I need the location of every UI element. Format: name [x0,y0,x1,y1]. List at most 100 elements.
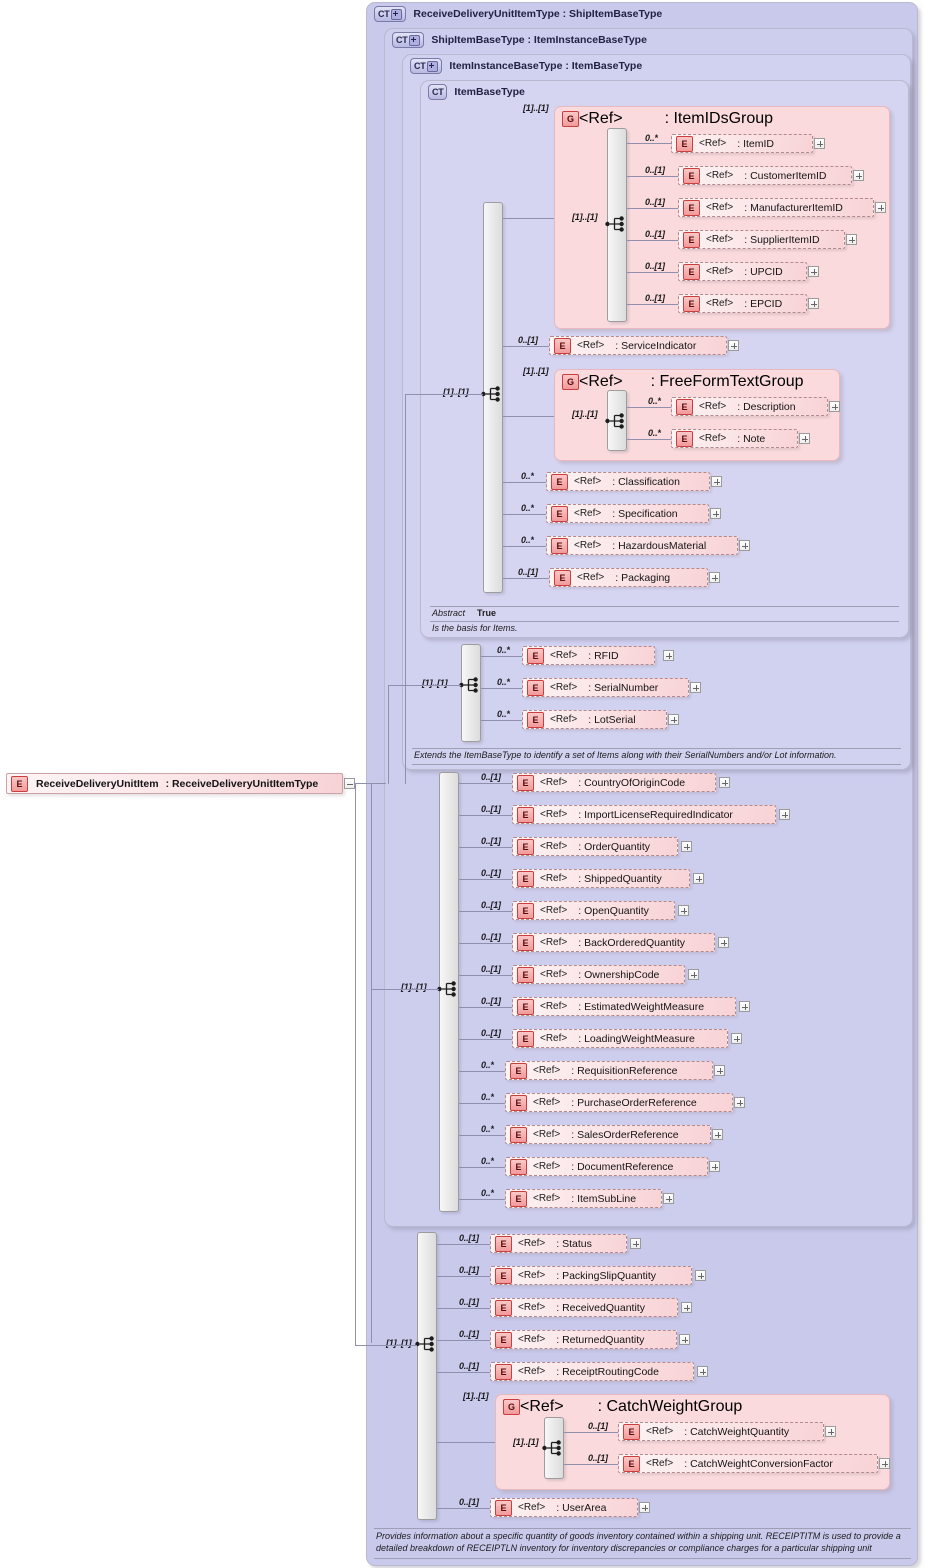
expand-toggle[interactable] [697,1366,708,1377]
element-node-orderquantity[interactable]: E <Ref> : OrderQuantity [512,837,678,856]
expand-toggle[interactable] [639,1502,650,1513]
element-node-estimatedweightmeasure[interactable]: E <Ref> : EstimatedWeightMeasure [512,997,736,1016]
element-node-supplieritemid[interactable]: E <Ref> : SupplierItemID [678,230,845,249]
complextype-header-3[interactable]: CT ItemInstanceBaseType : ItemBaseType [410,58,642,74]
expand-toggle[interactable] [779,809,790,820]
expand-toggle[interactable] [719,777,730,788]
root-element-node[interactable]: E ReceiveDeliveryUnitItem : ReceiveDeliv… [6,773,343,794]
group-header-itemidsgroup[interactable]: G <Ref> : ItemIDsGroup [562,110,773,128]
expand-toggle[interactable] [681,841,692,852]
expand-toggle[interactable] [678,905,689,916]
element-node-catchweightquantity[interactable]: E <Ref> : CatchWeightQuantity [618,1422,824,1441]
expand-toggle[interactable] [710,508,721,519]
expand-toggle[interactable] [718,937,729,948]
expand-toggle[interactable] [739,1001,750,1012]
element-node-userarea[interactable]: E <Ref> : UserArea [490,1498,638,1517]
element-node-importlicenserequiredindicator[interactable]: E <Ref> : ImportLicenseRequiredIndicator [512,805,776,824]
element-node-requisitionreference[interactable]: E <Ref> : RequisitionReference [505,1061,713,1080]
element-node-itemsubline[interactable]: E <Ref> : ItemSubLine [505,1189,662,1208]
expand-toggle[interactable] [875,202,886,213]
expand-toggle[interactable] [690,682,701,693]
expand-toggle[interactable] [663,650,674,661]
element-node-upcid[interactable]: E <Ref> : UPCID [678,262,807,281]
connector [627,304,678,305]
cardinality-freeform-outer: [1]..[1] [523,366,549,376]
expand-toggle[interactable] [681,1302,692,1313]
expand-toggle[interactable] [711,476,722,487]
plus-icon[interactable] [409,34,421,46]
element-node-hazardousmaterial[interactable]: E <Ref> : HazardousMaterial [546,536,738,555]
element-node-purchaseorderreference[interactable]: E <Ref> : PurchaseOrderReference [505,1093,733,1112]
expand-toggle[interactable] [693,873,704,884]
element-node-receiptroutingcode[interactable]: E <Ref> : ReceiptRoutingCode [490,1362,694,1381]
element-name: : RFID [588,649,619,662]
expand-toggle[interactable] [829,401,840,412]
element-node-backorderedquantity[interactable]: E <Ref> : BackOrderedQuantity [512,933,715,952]
expand-toggle[interactable] [630,1238,641,1249]
group-header-catchweightgroup[interactable]: G <Ref> : CatchWeightGroup [503,1398,742,1416]
expand-toggle[interactable] [709,572,720,583]
element-node-serialnumber[interactable]: E <Ref> : SerialNumber [522,678,689,697]
element-icon: E [517,966,534,983]
expand-toggle[interactable] [663,1193,674,1204]
element-node-status[interactable]: E <Ref> : Status [490,1234,627,1253]
element-node-countryoforigincode[interactable]: E <Ref> : CountryOfOriginCode [512,773,716,792]
plus-icon[interactable] [391,8,403,20]
expand-toggle[interactable] [709,1161,720,1172]
root-collapse-toggle[interactable] [344,778,355,789]
element-node-returnedquantity[interactable]: E <Ref> : ReturnedQuantity [490,1330,677,1349]
element-node-ownershipcode[interactable]: E <Ref> : OwnershipCode [512,965,685,984]
expand-toggle[interactable] [846,234,857,245]
expand-toggle[interactable] [734,1097,745,1108]
element-node-salesorderreference[interactable]: E <Ref> : SalesOrderReference [505,1125,711,1144]
element-node-epcid[interactable]: E <Ref> : EPCID [678,294,807,313]
element-node-classification[interactable]: E <Ref> : Classification [546,472,710,491]
element-icon: E [517,998,534,1015]
ct-badge-icon[interactable]: CT [410,58,443,74]
cardinality: 0..[1] [481,900,501,910]
element-node-note[interactable]: E <Ref> : Note [671,429,798,448]
element-node-shippedquantity[interactable]: E <Ref> : ShippedQuantity [512,869,690,888]
expand-toggle[interactable] [879,1458,890,1469]
plus-icon[interactable] [427,60,439,72]
expand-toggle[interactable] [714,1065,725,1076]
complextype-header-1[interactable]: CT ReceiveDeliveryUnitItemType : ShipIte… [374,6,662,22]
element-node-itemid[interactable]: E <Ref> : ItemID [671,134,813,153]
element-node-catchweightconversionfactor[interactable]: E <Ref> : CatchWeightConversionFactor [618,1454,878,1473]
expand-toggle[interactable] [688,969,699,980]
expand-toggle[interactable] [739,540,750,551]
element-node-packaging[interactable]: E <Ref> : Packaging [549,568,708,587]
expand-toggle[interactable] [853,170,864,181]
expand-toggle[interactable] [679,1334,690,1345]
complextype-header-4[interactable]: CT ItemBaseType [428,84,525,100]
expand-toggle[interactable] [668,714,679,725]
complextype-header-2[interactable]: CT ShipItemBaseType : ItemInstanceBaseTy… [392,32,647,48]
expand-toggle[interactable] [814,138,825,149]
expand-toggle[interactable] [808,266,819,277]
element-node-description[interactable]: E <Ref> : Description [671,397,828,416]
element-node-rfid[interactable]: E <Ref> : RFID [522,646,655,665]
connector [459,975,512,976]
element-node-lotserial[interactable]: E <Ref> : LotSerial [522,710,667,729]
expand-toggle[interactable] [695,1270,706,1281]
expand-toggle[interactable] [731,1033,742,1044]
element-node-packingslipquantity[interactable]: E <Ref> : PackingSlipQuantity [490,1266,692,1285]
expand-toggle[interactable] [712,1129,723,1140]
element-node-loadingweightmeasure[interactable]: E <Ref> : LoadingWeightMeasure [512,1029,728,1048]
element-node-openquantity[interactable]: E <Ref> : OpenQuantity [512,901,675,920]
element-node-documentreference[interactable]: E <Ref> : DocumentReference [505,1157,708,1176]
element-node-specification[interactable]: E <Ref> : Specification [546,504,709,523]
group-header-freeformtextgroup[interactable]: G <Ref> : FreeFormTextGroup [562,373,804,391]
expand-toggle[interactable] [825,1426,836,1437]
expand-toggle[interactable] [808,298,819,309]
element-node-receivedquantity[interactable]: E <Ref> : ReceivedQuantity [490,1298,678,1317]
ct-badge-icon[interactable]: CT [392,32,425,48]
element-ref-label: <Ref> [518,1302,546,1313]
element-node-manufactureritemid[interactable]: E <Ref> : ManufacturerItemID [678,198,874,217]
expand-toggle[interactable] [799,433,810,444]
divider [430,621,899,622]
element-node-serviceindicator[interactable]: E <Ref> : ServiceIndicator [549,336,727,355]
ct-badge-icon[interactable]: CT [374,6,407,22]
expand-toggle[interactable] [728,340,739,351]
element-node-customeritemid[interactable]: E <Ref> : CustomerItemID [678,166,852,185]
